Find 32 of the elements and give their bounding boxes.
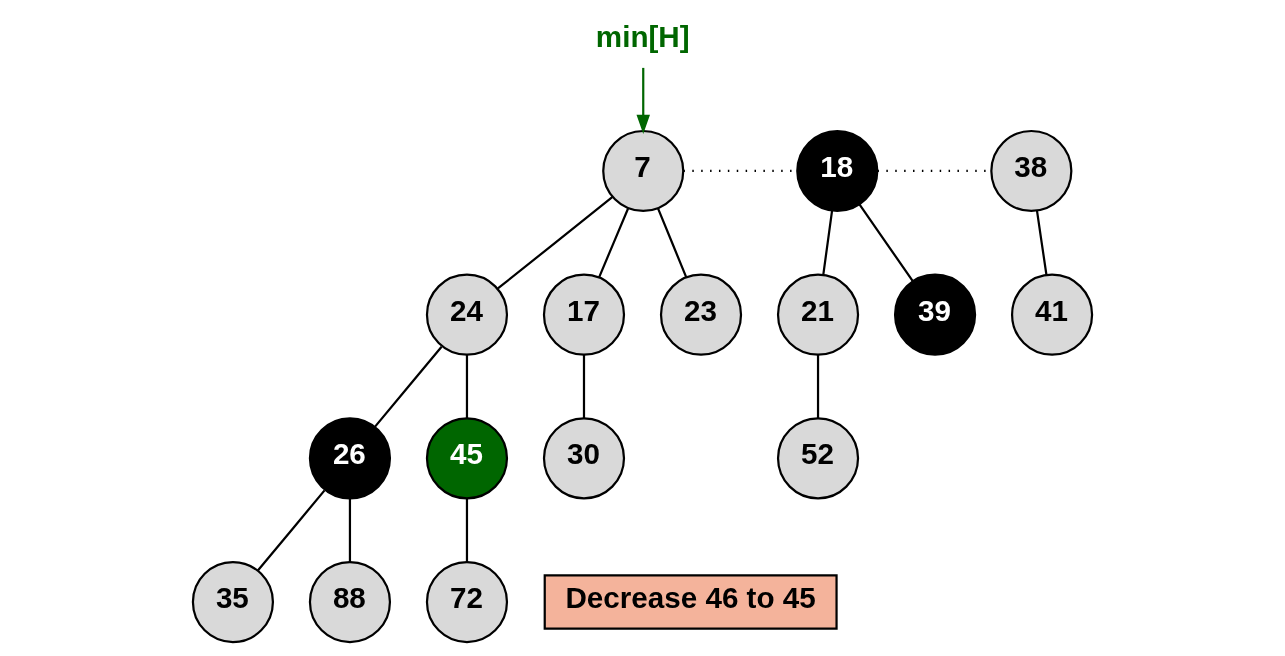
connector — [348, 498, 352, 562]
connector — [858, 203, 914, 282]
connector — [257, 489, 326, 572]
node-circle: 23 — [659, 273, 743, 356]
node-circle: 26 — [308, 417, 392, 500]
node-circle: 39 — [893, 273, 977, 356]
node-circle: 30 — [542, 417, 626, 500]
node-circle: 41 — [1010, 273, 1094, 356]
connector — [497, 196, 614, 290]
connector — [582, 354, 586, 419]
node-circle: 18 — [796, 129, 879, 213]
connector — [1035, 210, 1048, 275]
node-text: min[H] — [595, 19, 690, 53]
arrow — [636, 67, 650, 135]
node-box: Decrease 46 to 45 — [543, 574, 838, 630]
node-circle: 88 — [308, 560, 392, 644]
node-circle: 72 — [425, 560, 509, 644]
node-circle: 7 — [602, 129, 685, 213]
connector — [465, 498, 469, 562]
node-circle: 52 — [776, 417, 860, 500]
connector — [822, 210, 834, 275]
node-circle: 45 — [425, 417, 509, 500]
node-circle: 38 — [990, 129, 1073, 213]
connector — [465, 354, 469, 419]
node-circle: 35 — [191, 560, 275, 644]
node-circle: 21 — [776, 273, 860, 356]
connector — [657, 208, 688, 278]
node-circle: 17 — [542, 273, 626, 356]
node-circle: 24 — [425, 273, 509, 356]
connector — [374, 345, 443, 428]
connector — [597, 208, 629, 278]
connector — [816, 354, 820, 419]
